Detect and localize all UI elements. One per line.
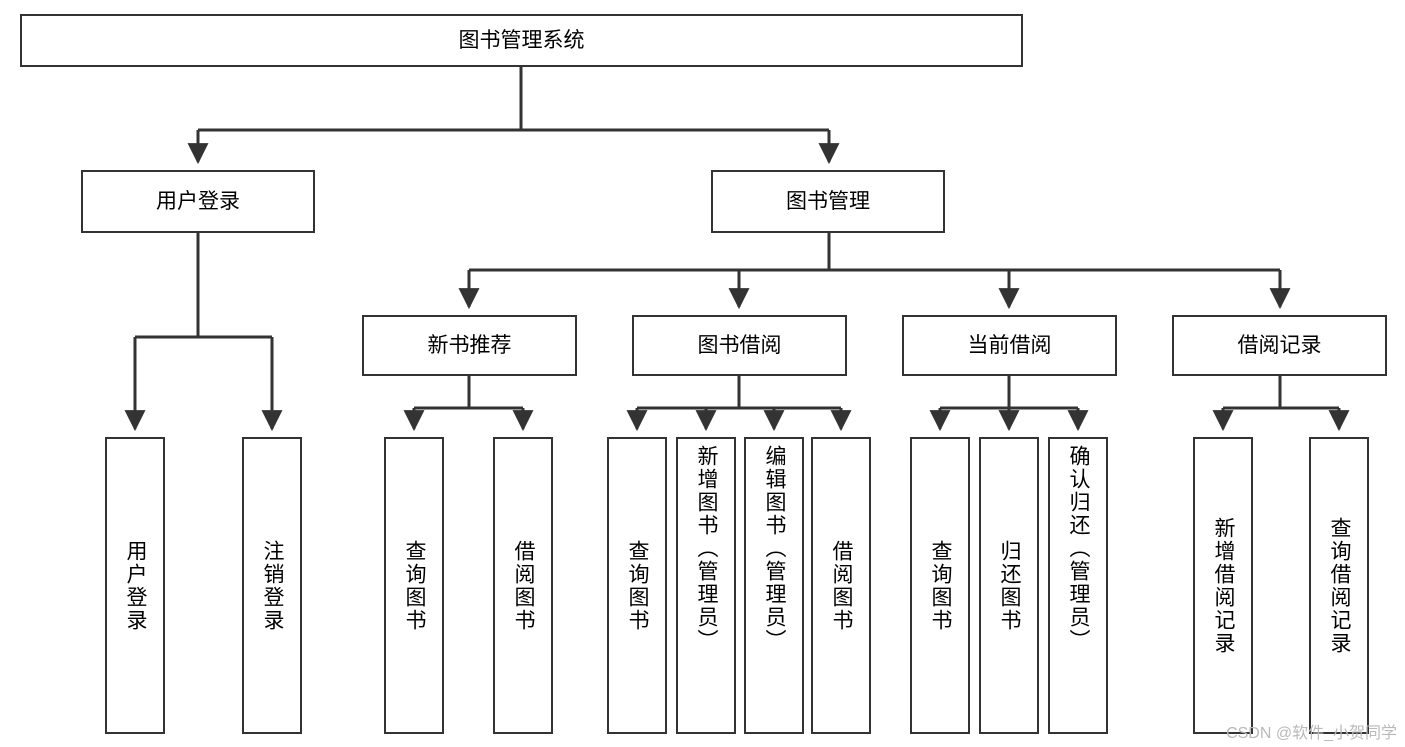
node-leaf-query-book-3[interactable]: 查询图书	[910, 437, 970, 734]
node-label: 查询图书	[929, 539, 953, 632]
node-label: 归还图书	[998, 539, 1022, 632]
node-leaf-borrow-book-1[interactable]: 借阅图书	[493, 437, 553, 734]
node-current-borrow[interactable]: 当前借阅	[902, 315, 1117, 376]
node-label: 用户登录	[156, 189, 240, 213]
node-label: 注销登录	[261, 539, 285, 632]
node-label: 新书推荐	[427, 333, 512, 357]
node-label: 查询借阅记录	[1328, 516, 1352, 655]
node-label: 查询图书	[626, 539, 650, 632]
node-label: 新增图书（管理员）	[695, 445, 719, 652]
node-label: 查询图书	[403, 539, 427, 632]
node-root-system[interactable]: 图书管理系统	[20, 14, 1023, 67]
csdn-watermark: CSDN @软件_小贺同学	[1226, 725, 1397, 742]
node-borrow-record[interactable]: 借阅记录	[1172, 315, 1387, 376]
node-label: 借阅图书	[512, 539, 536, 632]
node-book-manage[interactable]: 图书管理	[711, 170, 945, 233]
node-leaf-query-book-2[interactable]: 查询图书	[607, 437, 667, 734]
node-new-book-recommend[interactable]: 新书推荐	[362, 315, 577, 376]
node-book-borrow[interactable]: 图书借阅	[632, 315, 847, 376]
node-leaf-user-login[interactable]: 用户登录	[105, 437, 165, 734]
node-label: 确认归还（管理员）	[1067, 445, 1091, 652]
node-label: 借阅记录	[1237, 333, 1322, 357]
node-leaf-add-book[interactable]: 新增图书（管理员）	[676, 437, 736, 734]
node-leaf-return-book[interactable]: 归还图书	[979, 437, 1039, 734]
node-leaf-confirm-return[interactable]: 确认归还（管理员）	[1048, 437, 1108, 734]
node-label: 新增借阅记录	[1212, 516, 1236, 655]
node-label: 图书管理系统	[458, 28, 585, 52]
node-user-login[interactable]: 用户登录	[81, 170, 315, 233]
node-label: 编辑图书（管理员）	[763, 445, 787, 652]
node-leaf-query-record[interactable]: 查询借阅记录	[1309, 437, 1369, 734]
node-leaf-borrow-book-2[interactable]: 借阅图书	[811, 437, 871, 734]
node-leaf-query-book-1[interactable]: 查询图书	[384, 437, 444, 734]
node-leaf-edit-book[interactable]: 编辑图书（管理员）	[744, 437, 804, 734]
node-label: 用户登录	[124, 539, 148, 632]
node-label: 借阅图书	[830, 539, 854, 632]
node-leaf-add-record[interactable]: 新增借阅记录	[1193, 437, 1253, 734]
node-label: 图书借阅	[697, 333, 782, 357]
node-label: 图书管理	[786, 189, 870, 213]
node-label: 当前借阅	[967, 333, 1052, 357]
node-leaf-logout-login[interactable]: 注销登录	[242, 437, 302, 734]
